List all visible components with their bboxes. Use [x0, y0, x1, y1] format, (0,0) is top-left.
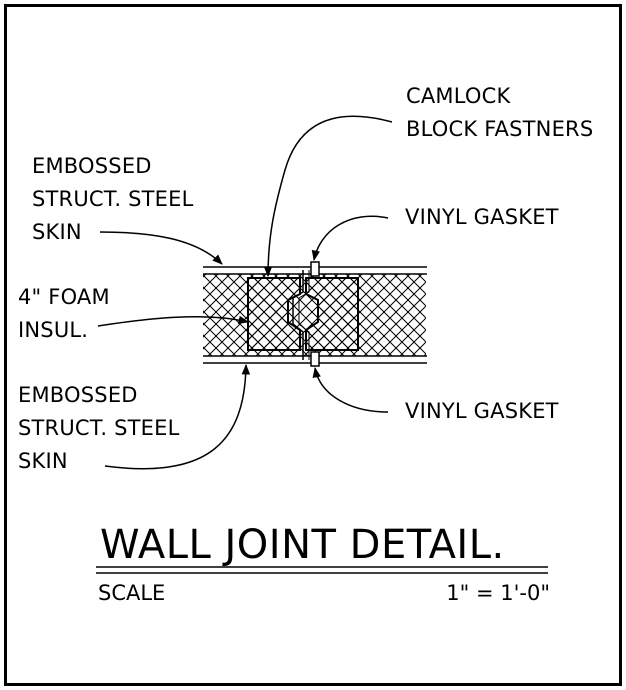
joint-gap [292, 270, 304, 360]
label-line: EMBOSSED [32, 154, 152, 178]
label-line: BLOCK FASTNERS [406, 117, 594, 141]
leader-foam [97, 315, 250, 327]
label-foam-insulation: 4" FOAM INSUL. [18, 281, 110, 347]
label-steel-skin-top: EMBOSSED STRUCT. STEEL SKIN [32, 150, 193, 249]
leader-skin-top [99, 231, 223, 265]
label-vinyl-gasket-top: VINYL GASKET [405, 201, 559, 234]
scale-value: 1" = 1'-0" [446, 581, 550, 605]
camlock-fastener-block-left [247, 277, 301, 351]
joint-gap-inner [298, 270, 310, 360]
drawing-title: WALL JOINT DETAIL. [100, 522, 505, 568]
vinyl-gasket-bottom [310, 351, 320, 367]
leader-vinyl-top [311, 215, 389, 262]
leader-skin-bottom [104, 363, 251, 470]
label-steel-skin-bottom: EMBOSSED STRUCT. STEEL SKIN [18, 379, 179, 478]
label-line: CAMLOCK [406, 84, 511, 108]
label-line: STRUCT. STEEL [18, 416, 180, 440]
scale-label: SCALE [98, 581, 166, 605]
label-line: SKIN [32, 220, 82, 244]
label-camlock-fasteners: CAMLOCK BLOCK FASTNERS [406, 80, 593, 146]
label-vinyl-gasket-bottom: VINYL GASKET [405, 395, 559, 428]
label-line: 4" FOAM [18, 285, 110, 309]
leader-vinyl-bottom [312, 366, 389, 413]
label-line: VINYL GASKET [405, 399, 559, 423]
label-line: INSUL. [18, 318, 89, 342]
title-underline [96, 566, 548, 574]
leader-camlock [263, 115, 393, 278]
label-line: EMBOSSED [18, 383, 138, 407]
label-line: STRUCT. STEEL [32, 187, 194, 211]
label-line: VINYL GASKET [405, 205, 559, 229]
vinyl-gasket-top [310, 261, 320, 277]
label-line: SKIN [18, 449, 68, 473]
